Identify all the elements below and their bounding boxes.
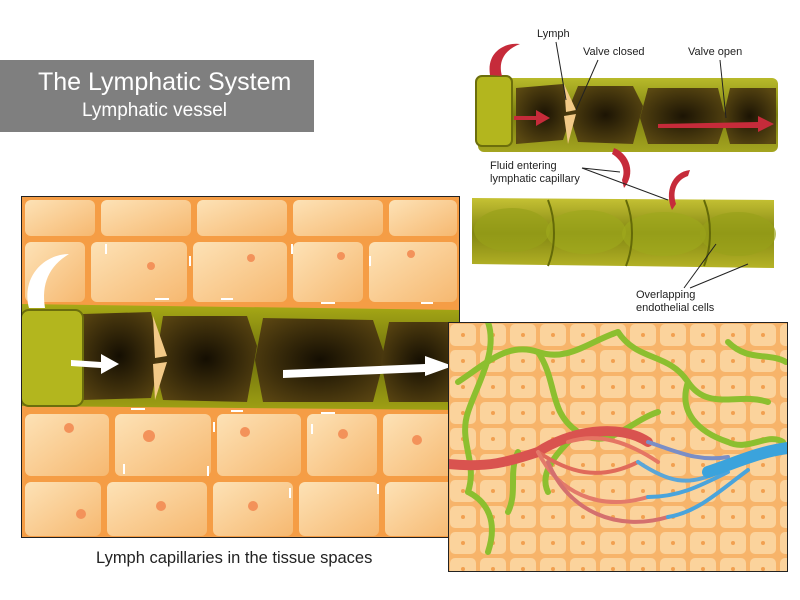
fluid-entering-label-1: Fluid entering [490, 160, 557, 172]
page-subtitle: Lymphatic vessel [82, 100, 228, 121]
large-inflow-arrow [71, 354, 119, 374]
large-inflow-curved-arrow [27, 254, 70, 308]
valve-open-label: Valve open [688, 46, 743, 58]
vessel-valves-diagram [475, 43, 778, 152]
valve-closed-label: Valve closed [583, 46, 645, 58]
panel-caption: Lymph capillaries in the tissue spaces [96, 549, 373, 567]
large-flow-arrow [283, 356, 453, 378]
flow-arrow [658, 116, 774, 132]
fluid-entering-label-2: lymphatic capillary [490, 173, 580, 185]
inflow-arrow [514, 110, 550, 126]
capillary-diagram [472, 198, 776, 268]
fluid-entering-arrows [612, 148, 690, 210]
tissue-capillary-panel [21, 196, 460, 538]
lymph-label: Lymph [537, 28, 570, 40]
inflow-curved-arrow [489, 43, 520, 76]
overlapping-label-1: Overlapping [636, 289, 696, 301]
capillary-network-panel [448, 322, 788, 572]
title-banner: The Lymphatic System Lymphatic vessel [0, 60, 314, 132]
overlapping-label-2: endothelial cells [636, 302, 715, 314]
page-title: The Lymphatic System [38, 68, 292, 96]
